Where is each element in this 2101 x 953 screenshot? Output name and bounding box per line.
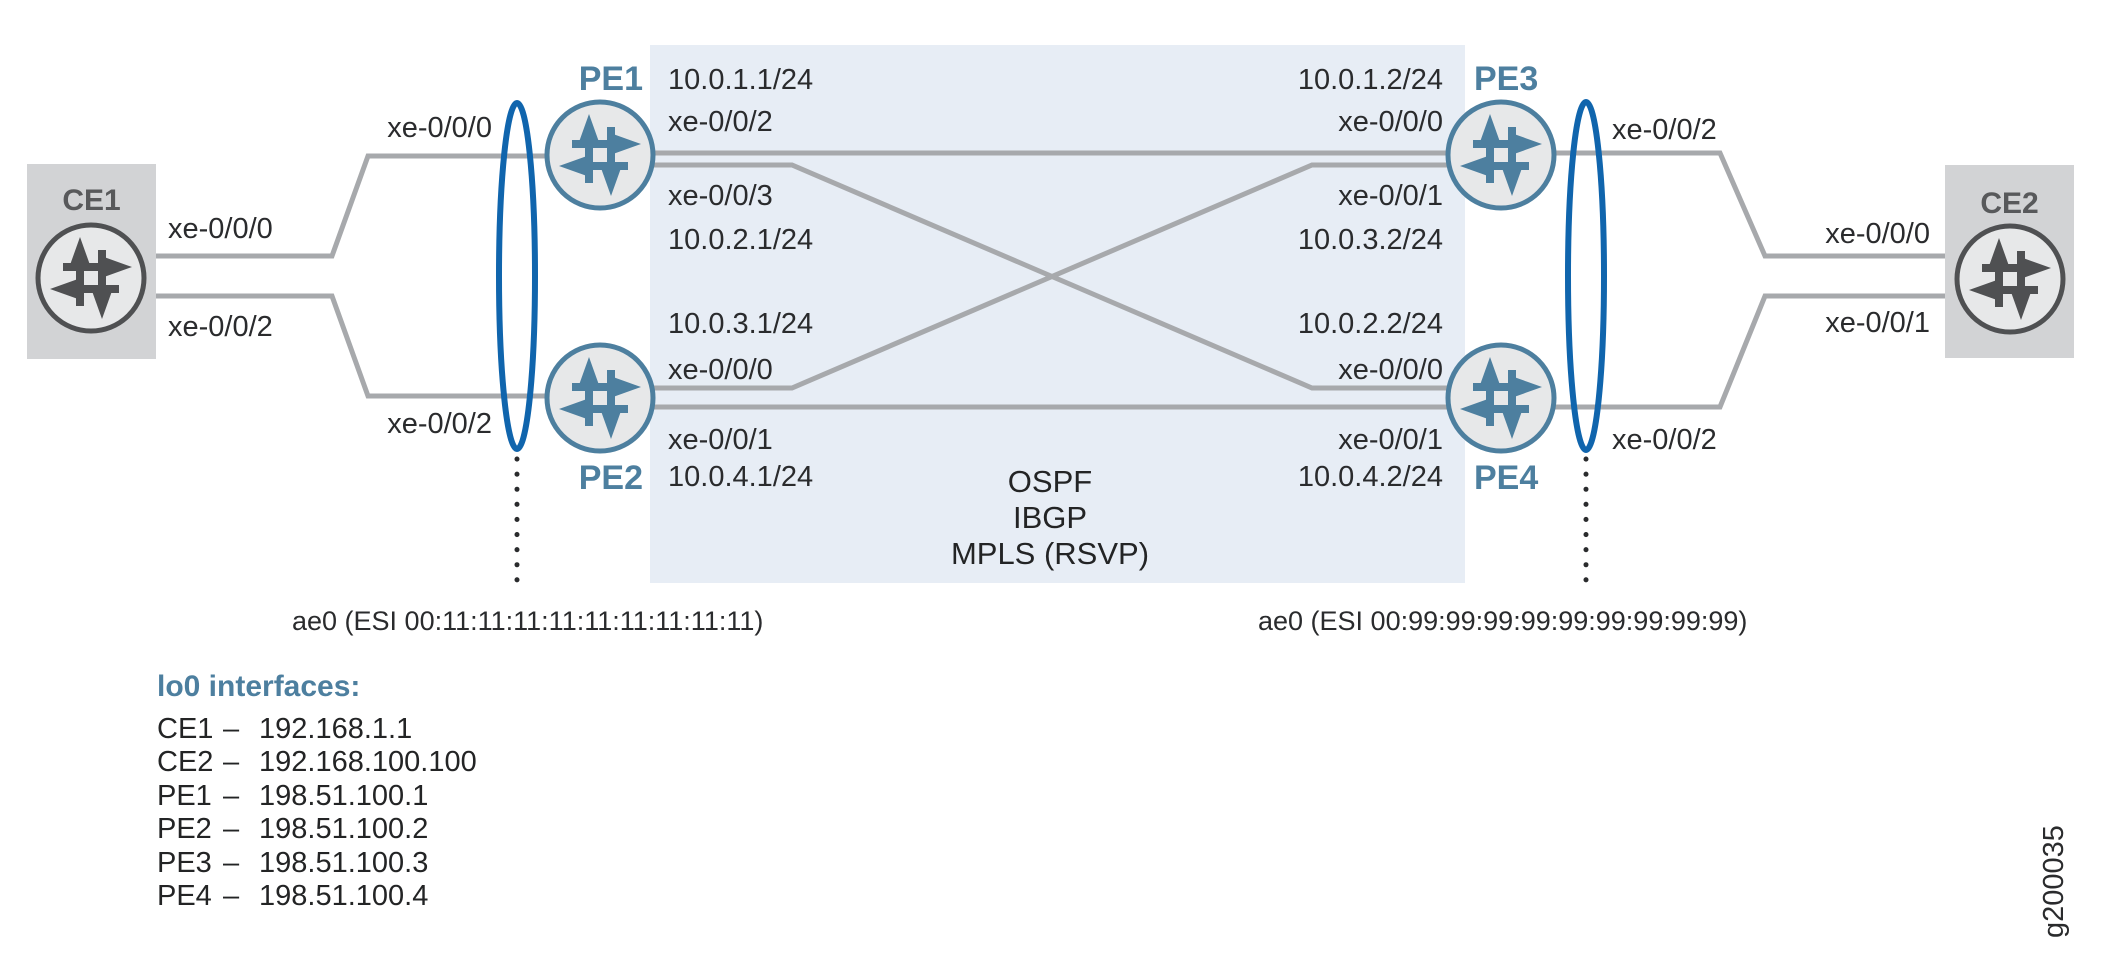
link-ce1-pe1 bbox=[150, 153, 605, 259]
router-icon-pe2 bbox=[547, 345, 653, 451]
loopback-ip: 192.168.1.1 bbox=[259, 713, 413, 745]
loopback-device: CE2 bbox=[157, 746, 214, 778]
pe3-lag-if: xe-0/0/2 bbox=[1612, 114, 1717, 146]
loopback-device: CE1 bbox=[157, 713, 214, 745]
loopback-ip: 198.51.100.2 bbox=[259, 813, 429, 845]
pe1-ip-2: 10.0.2.1/24 bbox=[668, 224, 814, 256]
pe2-ip-1: 10.0.3.1/24 bbox=[668, 308, 814, 340]
pe3-name: PE3 bbox=[1474, 60, 1539, 98]
pe2-name: PE2 bbox=[578, 459, 643, 497]
loopback-row-pe1: PE1–198.51.100.1 bbox=[157, 780, 428, 812]
ce2-name: CE2 bbox=[1980, 187, 2039, 220]
pe2-if-2: xe-0/0/1 bbox=[668, 424, 773, 456]
lag-right-esi-label: ae0 (ESI 00:99:99:99:99:99:99:99:99:99) bbox=[1258, 606, 1748, 636]
core-protocols: OSPF IBGP MPLS (RSVP) bbox=[850, 464, 1250, 572]
ce1-if-xe002: xe-0/0/2 bbox=[168, 311, 273, 343]
pe2-ip-2: 10.0.4.1/24 bbox=[668, 461, 814, 493]
loopback-dash: – bbox=[223, 847, 240, 879]
loopback-ip: 198.51.100.1 bbox=[259, 780, 429, 812]
router-icon-pe4 bbox=[1448, 345, 1554, 451]
link-pe2-pe3 bbox=[600, 162, 1501, 391]
loopback-ip: 198.51.100.3 bbox=[259, 847, 429, 879]
router-icon-ce1 bbox=[38, 225, 144, 331]
loopback-device: PE3 bbox=[157, 847, 212, 879]
pe3-ip-1: 10.0.1.2/24 bbox=[1297, 64, 1443, 96]
pe2-if-1: xe-0/0/0 bbox=[668, 354, 773, 386]
link-pe4-ce2 bbox=[1501, 293, 1955, 410]
loopback-dash: – bbox=[223, 880, 240, 912]
pe4-if-1: xe-0/0/0 bbox=[1338, 354, 1443, 386]
pe1-if-1: xe-0/0/2 bbox=[668, 106, 773, 138]
router-icon-ce2 bbox=[1957, 226, 2063, 332]
pe2-lag-if: xe-0/0/2 bbox=[387, 408, 492, 440]
pe4-ip-2: 10.0.4.2/24 bbox=[1297, 461, 1443, 493]
pe3-ip-2: 10.0.3.2/24 bbox=[1297, 224, 1443, 256]
ce2-if-xe000: xe-0/0/0 bbox=[1825, 218, 1930, 250]
pe4-if-2: xe-0/0/1 bbox=[1338, 424, 1443, 456]
loopback-heading: lo0 interfaces: bbox=[157, 670, 361, 703]
lag-left-esi-label: ae0 (ESI 00:11:11:11:11:11:11:11:11:11) bbox=[292, 606, 764, 636]
pe1-lag-if: xe-0/0/0 bbox=[387, 112, 492, 144]
pe1-ip-1: 10.0.1.1/24 bbox=[668, 64, 814, 96]
core-network-background bbox=[650, 45, 1465, 583]
pe4-lag-if: xe-0/0/2 bbox=[1612, 424, 1717, 456]
loopback-row-pe2: PE2–198.51.100.2 bbox=[157, 813, 428, 845]
loopback-device: PE1 bbox=[157, 780, 212, 812]
loopback-dash: – bbox=[223, 780, 240, 812]
loopback-row-pe3: PE3–198.51.100.3 bbox=[157, 847, 428, 879]
pe1-if-2: xe-0/0/3 bbox=[668, 180, 773, 212]
pe4-name: PE4 bbox=[1474, 459, 1539, 497]
link-pe3-ce2 bbox=[1501, 150, 1955, 259]
pe4-ip-1: 10.0.2.2/24 bbox=[1297, 308, 1443, 340]
loopback-dash: – bbox=[223, 813, 240, 845]
loopback-row-pe4: PE4–198.51.100.4 bbox=[157, 880, 428, 912]
loopback-ip: 192.168.100.100 bbox=[259, 746, 477, 778]
core-protocol-ibgp: IBGP bbox=[1012, 500, 1088, 535]
ce1-name: CE1 bbox=[62, 184, 121, 217]
loopback-ip: 198.51.100.4 bbox=[259, 880, 429, 912]
pe3-if-1: xe-0/0/0 bbox=[1338, 106, 1443, 138]
ce2-if-xe001: xe-0/0/1 bbox=[1825, 307, 1930, 339]
loopback-device: PE4 bbox=[157, 880, 212, 912]
lag-ellipse-right bbox=[1565, 99, 1607, 453]
loopback-row-ce1: CE1–192.168.1.1 bbox=[157, 713, 412, 745]
loopback-row-ce2: CE2–192.168.100.100 bbox=[157, 746, 477, 778]
router-icon-pe1 bbox=[547, 102, 653, 208]
loopback-device: PE2 bbox=[157, 813, 212, 845]
figure-id: g200035 bbox=[2038, 825, 2070, 938]
core-protocol-mpls: MPLS (RSVP) bbox=[950, 536, 1150, 571]
pe3-if-2: xe-0/0/1 bbox=[1338, 180, 1443, 212]
loopback-dash: – bbox=[223, 746, 240, 778]
link-ce1-pe2 bbox=[150, 293, 605, 399]
core-protocol-ospf: OSPF bbox=[1007, 464, 1093, 499]
loopback-dash: – bbox=[223, 713, 240, 745]
pe1-name: PE1 bbox=[578, 60, 643, 98]
router-icon-pe3 bbox=[1448, 102, 1554, 208]
ce1-if-xe000: xe-0/0/0 bbox=[168, 213, 273, 245]
lag-ellipse-left bbox=[496, 100, 538, 452]
